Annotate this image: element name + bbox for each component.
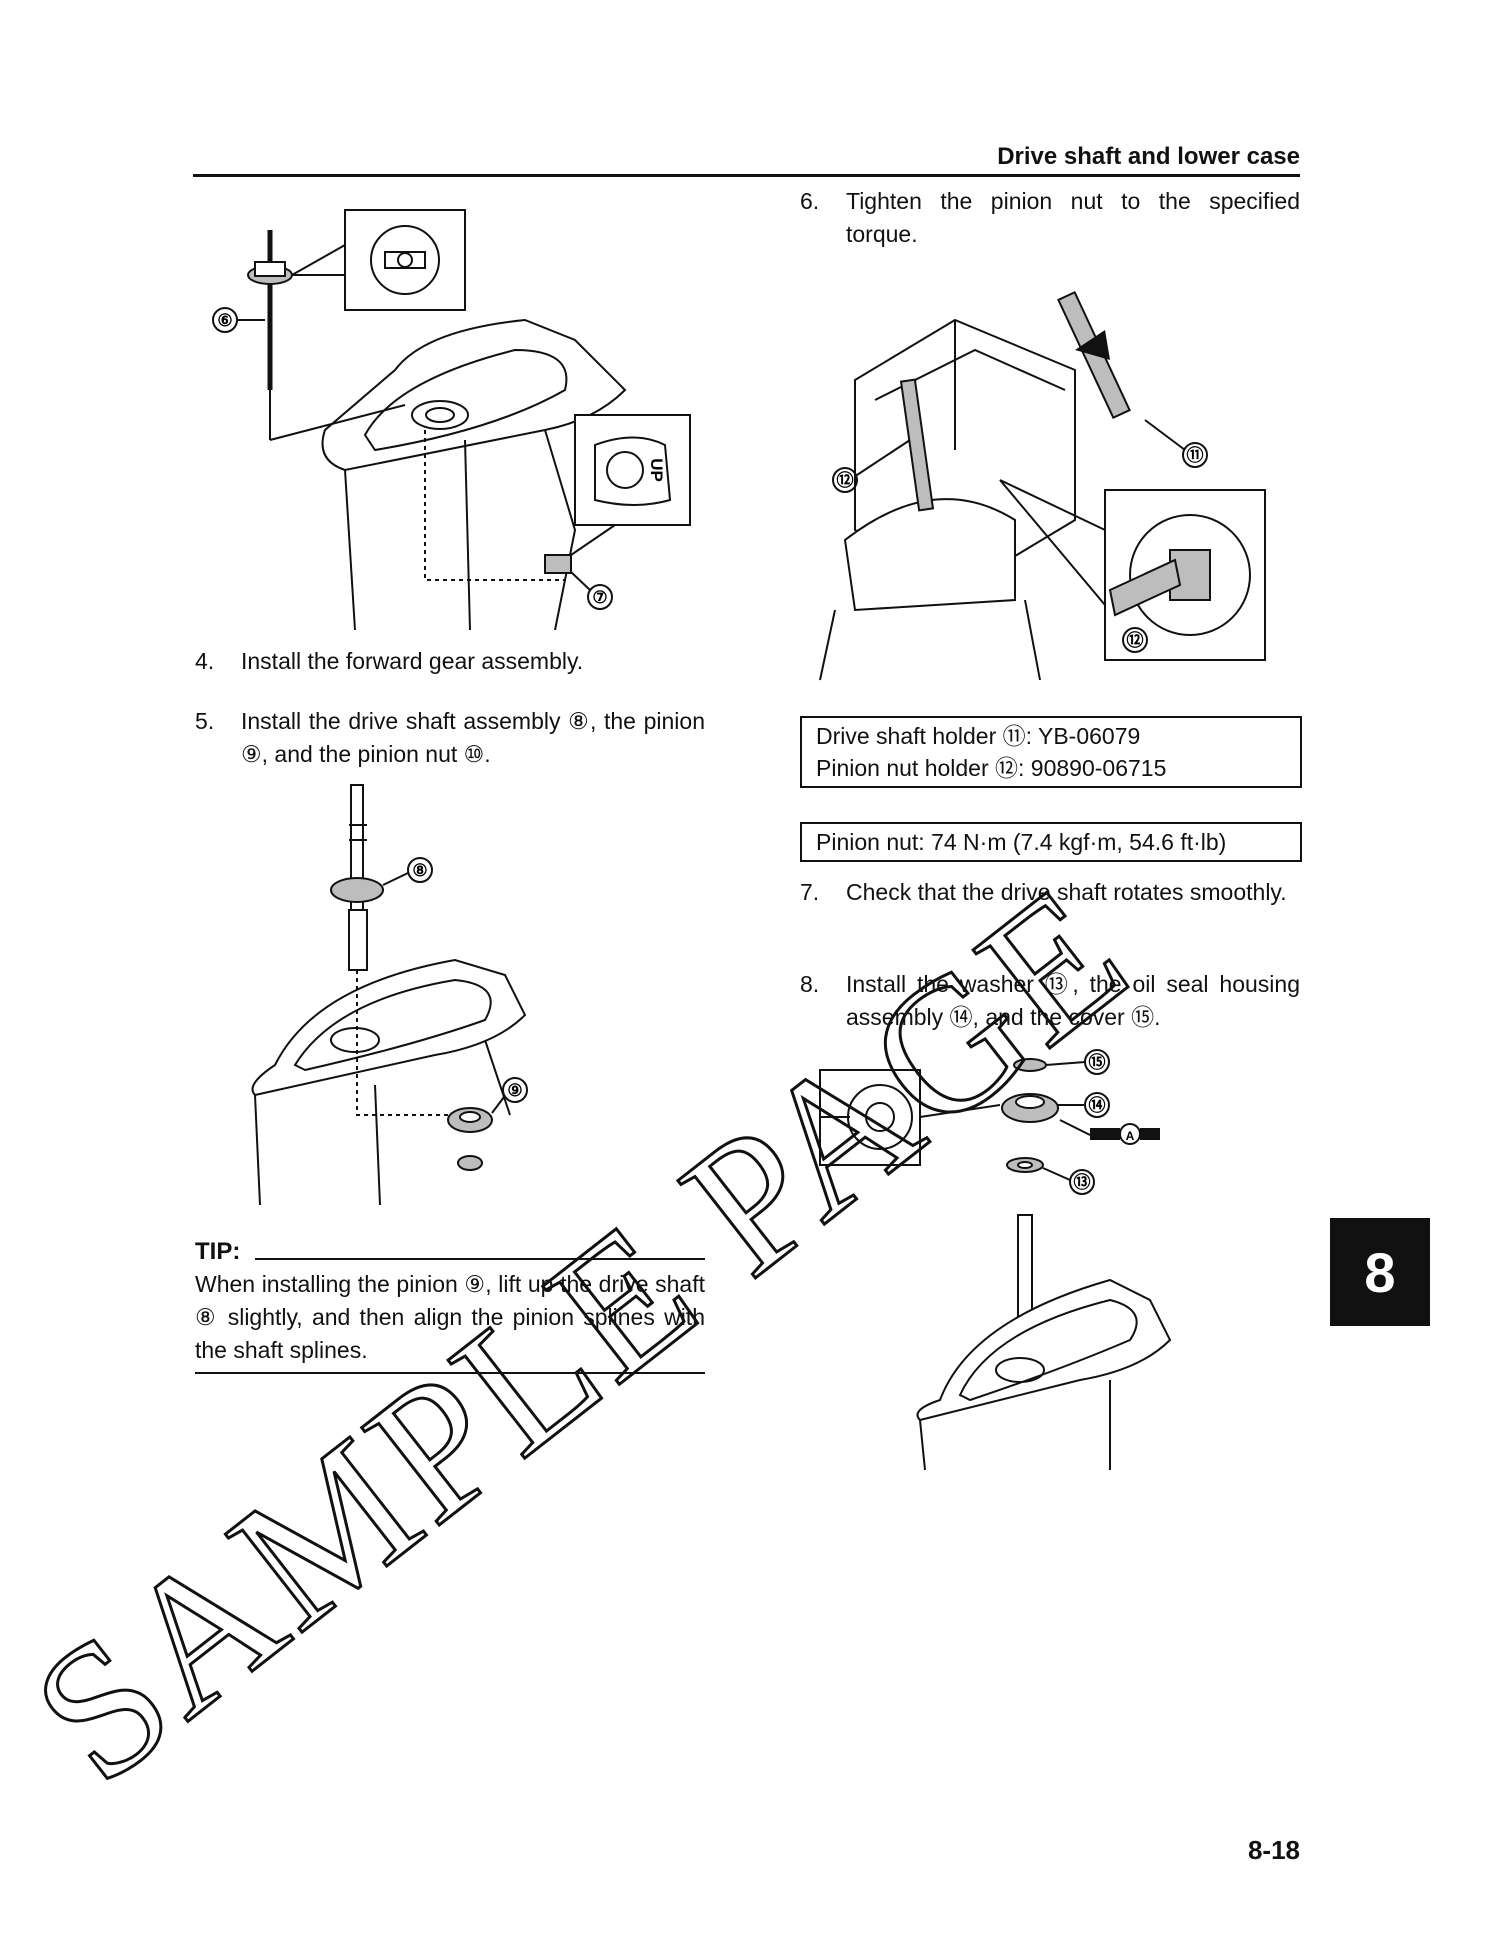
- figure-oil-seal-housing: ⑮ ⑭ A ⑬: [819, 1049, 1172, 1471]
- lower-case-body-3: [916, 1278, 1172, 1422]
- callout-7: ⑦: [592, 588, 607, 607]
- callout-6: ⑥: [217, 311, 232, 330]
- figure-drive-shaft-pinion: ⑧ ⑨: [251, 784, 528, 1206]
- step-8: 8. Install the washer ⑬, the oil seal ho…: [800, 971, 1300, 1030]
- up-marking: UP: [647, 458, 666, 482]
- callout-14: ⑭: [1089, 1095, 1106, 1115]
- lower-case-body-2: [251, 958, 527, 1097]
- pinion-nut-part: [544, 554, 572, 574]
- spec-tools-box: Drive shaft holder ⑪: YB-06079 Pinion nu…: [800, 716, 1302, 788]
- spec-torque-box: Pinion nut: 74 N·m (7.4 kgf·m, 54.6 ft·l…: [800, 822, 1302, 862]
- detail-box-pinion-nut: [574, 414, 691, 526]
- tip-top-rule: [255, 1258, 705, 1260]
- shaft-bearing-part: [330, 877, 384, 903]
- step-5: 5. Install the drive shaft assembly ⑧, t…: [195, 708, 705, 767]
- section-title: Drive shaft and lower case: [997, 143, 1300, 170]
- lower-case-body: [321, 318, 627, 472]
- figure-drive-shaft-installation: ⑥ UP ⑦: [212, 209, 691, 631]
- cover-part: [1013, 1058, 1047, 1072]
- rotation-arrow-icon: [1075, 330, 1110, 360]
- spec-drive-shaft-holder: Drive shaft holder ⑪: YB-06079: [816, 723, 1141, 749]
- pinion-nut-holder-part: [899, 378, 935, 512]
- chapter-tab: 8: [1330, 1218, 1430, 1326]
- step-7: 7. Check that the drive shaft rotates sm…: [800, 879, 1287, 905]
- callout-9: ⑨: [507, 1081, 522, 1100]
- callout-11: ⑪: [1187, 445, 1204, 465]
- lubricant-a-label: A: [1126, 1129, 1135, 1143]
- spec-pinion-nut-holder: Pinion nut holder ⑫: 90890-06715: [816, 755, 1167, 781]
- tip-bottom-rule: [195, 1372, 705, 1374]
- step-6: 6. Tighten the pinion nut to the specifi…: [800, 188, 1300, 247]
- callout-12-detail: ⑫: [1127, 630, 1144, 650]
- header-divider: [193, 174, 1300, 177]
- tip-text: When installing the pinion ⑨, lift up th…: [195, 1271, 705, 1363]
- figure-tighten-pinion-nut: ⑫ ⑪ ⑫: [819, 290, 1266, 681]
- tip-label: TIP:: [195, 1238, 241, 1265]
- callout-8: ⑧: [412, 861, 427, 880]
- callout-15: ⑮: [1089, 1052, 1106, 1072]
- step-4: 4. Install the forward gear assembly.: [195, 648, 584, 674]
- page-number: 8-18: [1247, 1835, 1300, 1865]
- callout-12-main: ⑫: [837, 470, 854, 490]
- callout-13: ⑬: [1074, 1172, 1091, 1192]
